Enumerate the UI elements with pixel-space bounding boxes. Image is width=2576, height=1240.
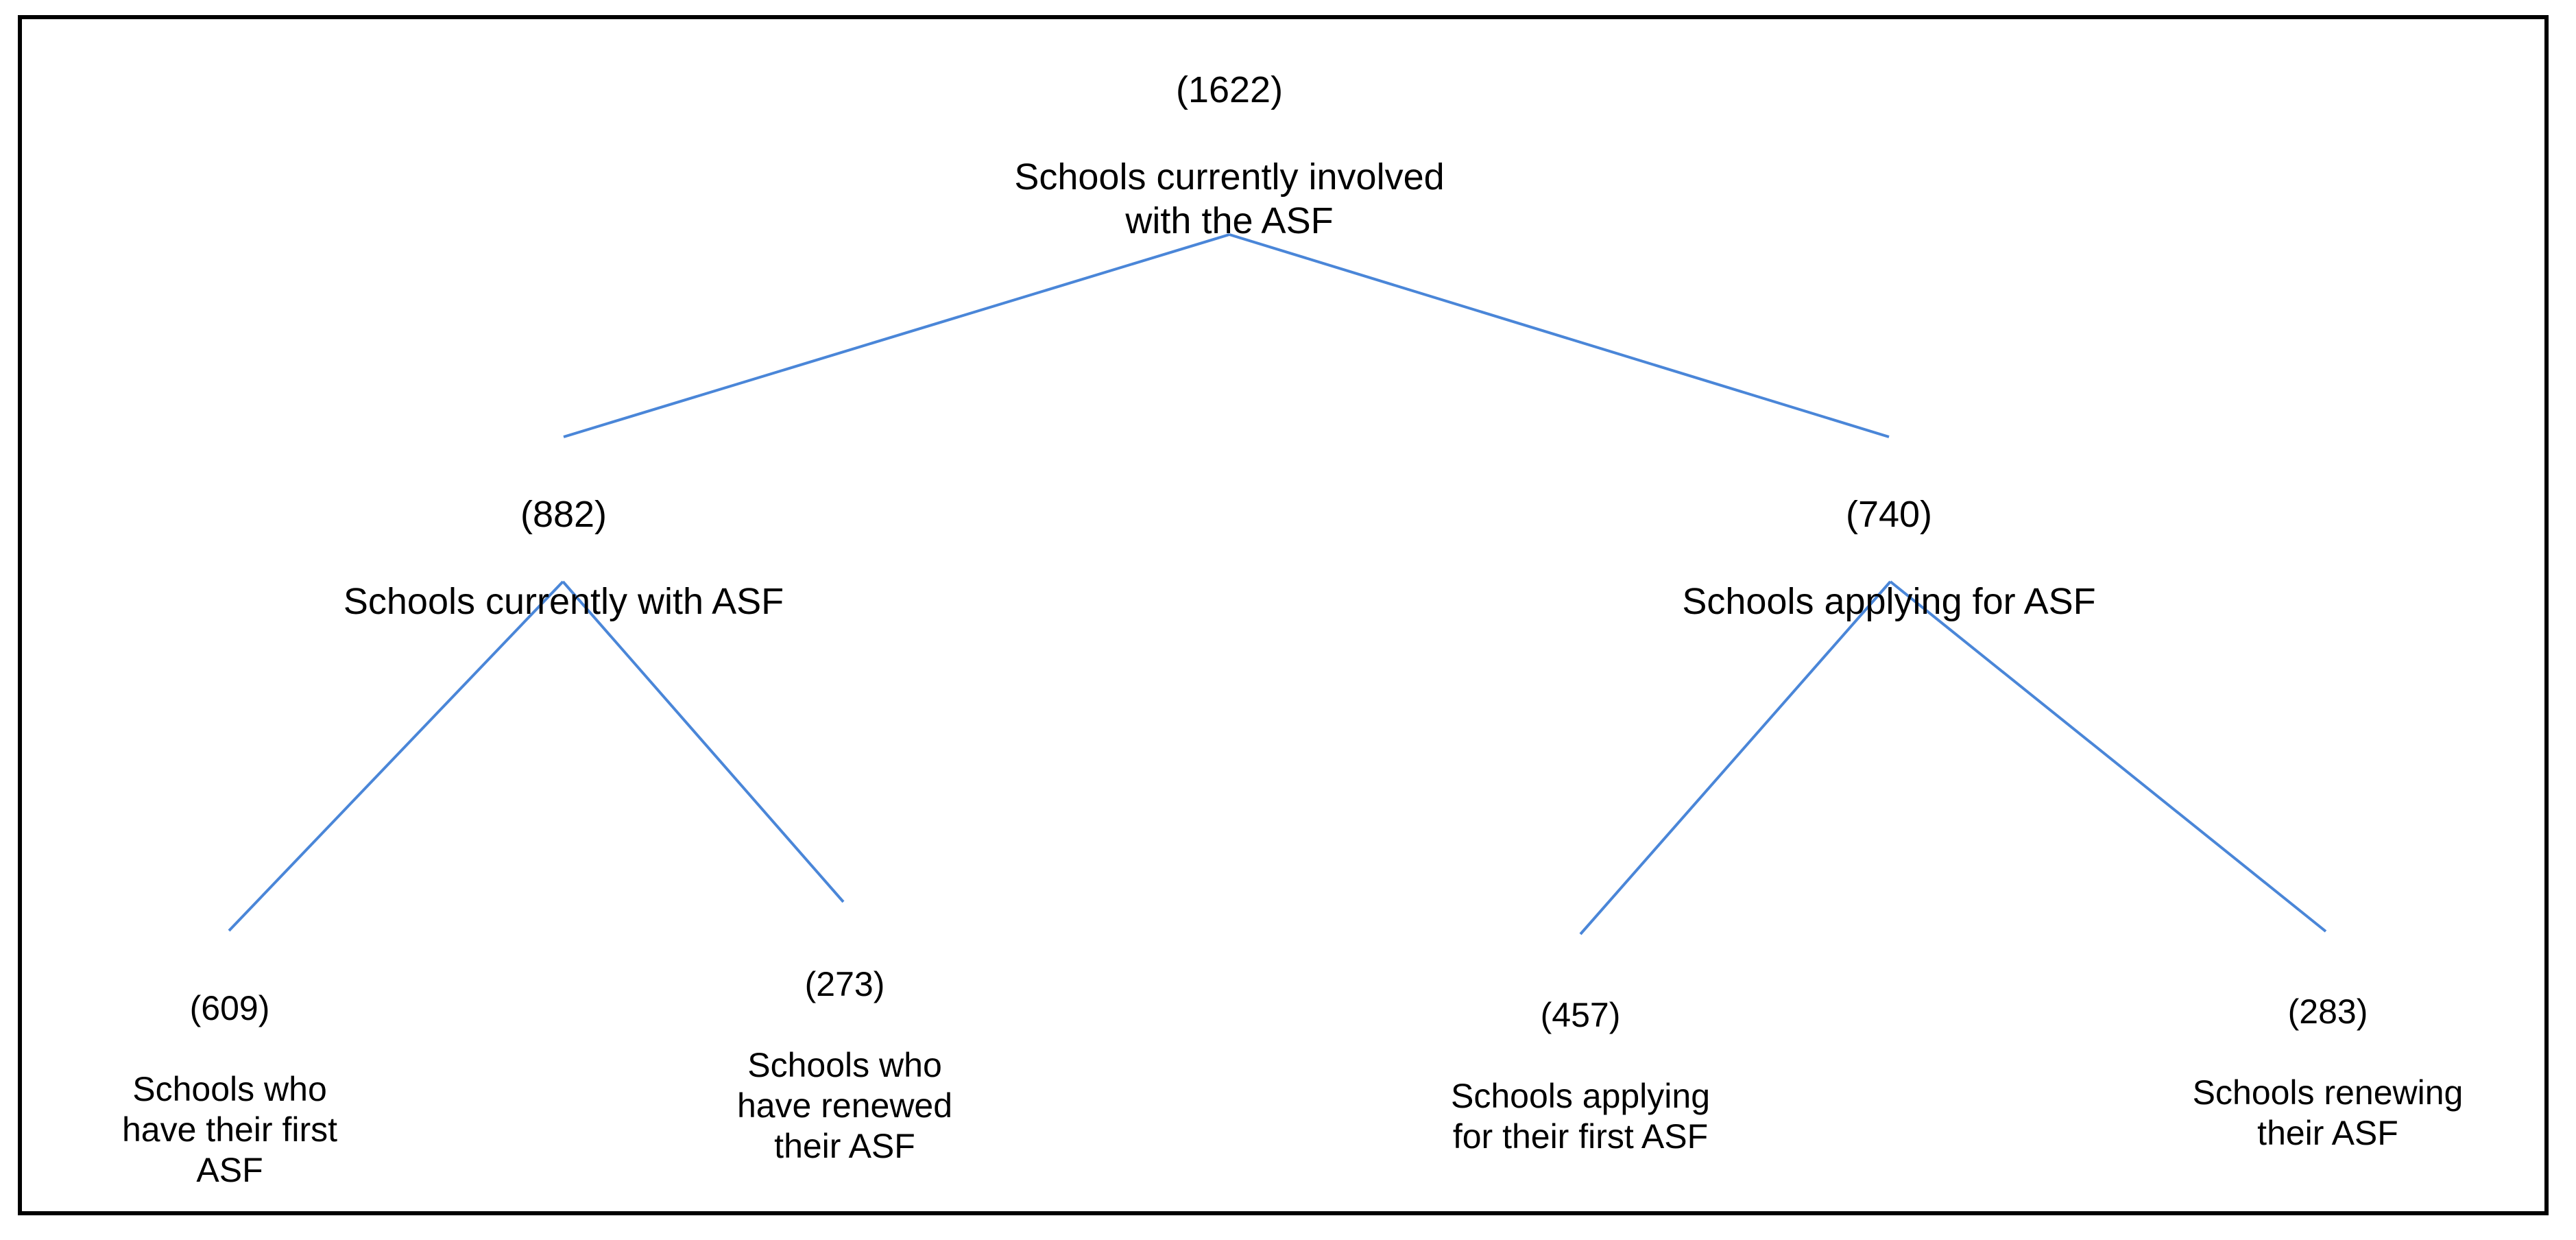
tree-node-current-count: (882) <box>520 493 607 535</box>
tree-node-renewed-asf-count: (273) <box>804 965 885 1003</box>
tree-node-renewing-count: (283) <box>2287 992 2368 1031</box>
tree-node-schools-renewing-asf: (283) Schools renewing their ASF <box>2115 951 2540 1194</box>
tree-node-schools-applying-first-asf: (457) Schools applying for their first A… <box>1375 955 1786 1197</box>
tree-node-root: (1622) Schools currently involved with t… <box>921 25 1538 287</box>
tree-node-renewing-label: Schools renewing their ASF <box>2192 1073 2464 1152</box>
tree-node-root-count: (1622) <box>1175 69 1284 110</box>
tree-node-schools-renewed-asf: (273) Schools who have renewed their ASF <box>673 924 1016 1207</box>
tree-node-schools-currently-with-asf: (882) Schools currently with ASF <box>255 449 872 668</box>
tree-node-applying-first-count: (457) <box>1540 996 1621 1034</box>
tree-node-schools-first-asf: (609) Schools who have their first ASF <box>58 948 401 1231</box>
tree-node-applying-first-label: Schools applying for their first ASF <box>1450 1077 1711 1156</box>
tree-node-first-asf-count: (609) <box>189 989 270 1027</box>
tree-node-current-label: Schools currently with ASF <box>343 581 784 623</box>
tree-node-applying-label: Schools applying for ASF <box>1682 581 2096 623</box>
tree-node-schools-applying-for-asf: (740) Schools applying for ASF <box>1580 449 2198 668</box>
tree-node-root-label: Schools currently involved with the ASF <box>1014 156 1445 241</box>
tree-node-renewed-asf-label: Schools who have renewed their ASF <box>736 1046 953 1165</box>
tree-node-applying-count: (740) <box>1845 493 1933 535</box>
tree-node-first-asf-label: Schools who have their first ASF <box>121 1070 337 1189</box>
